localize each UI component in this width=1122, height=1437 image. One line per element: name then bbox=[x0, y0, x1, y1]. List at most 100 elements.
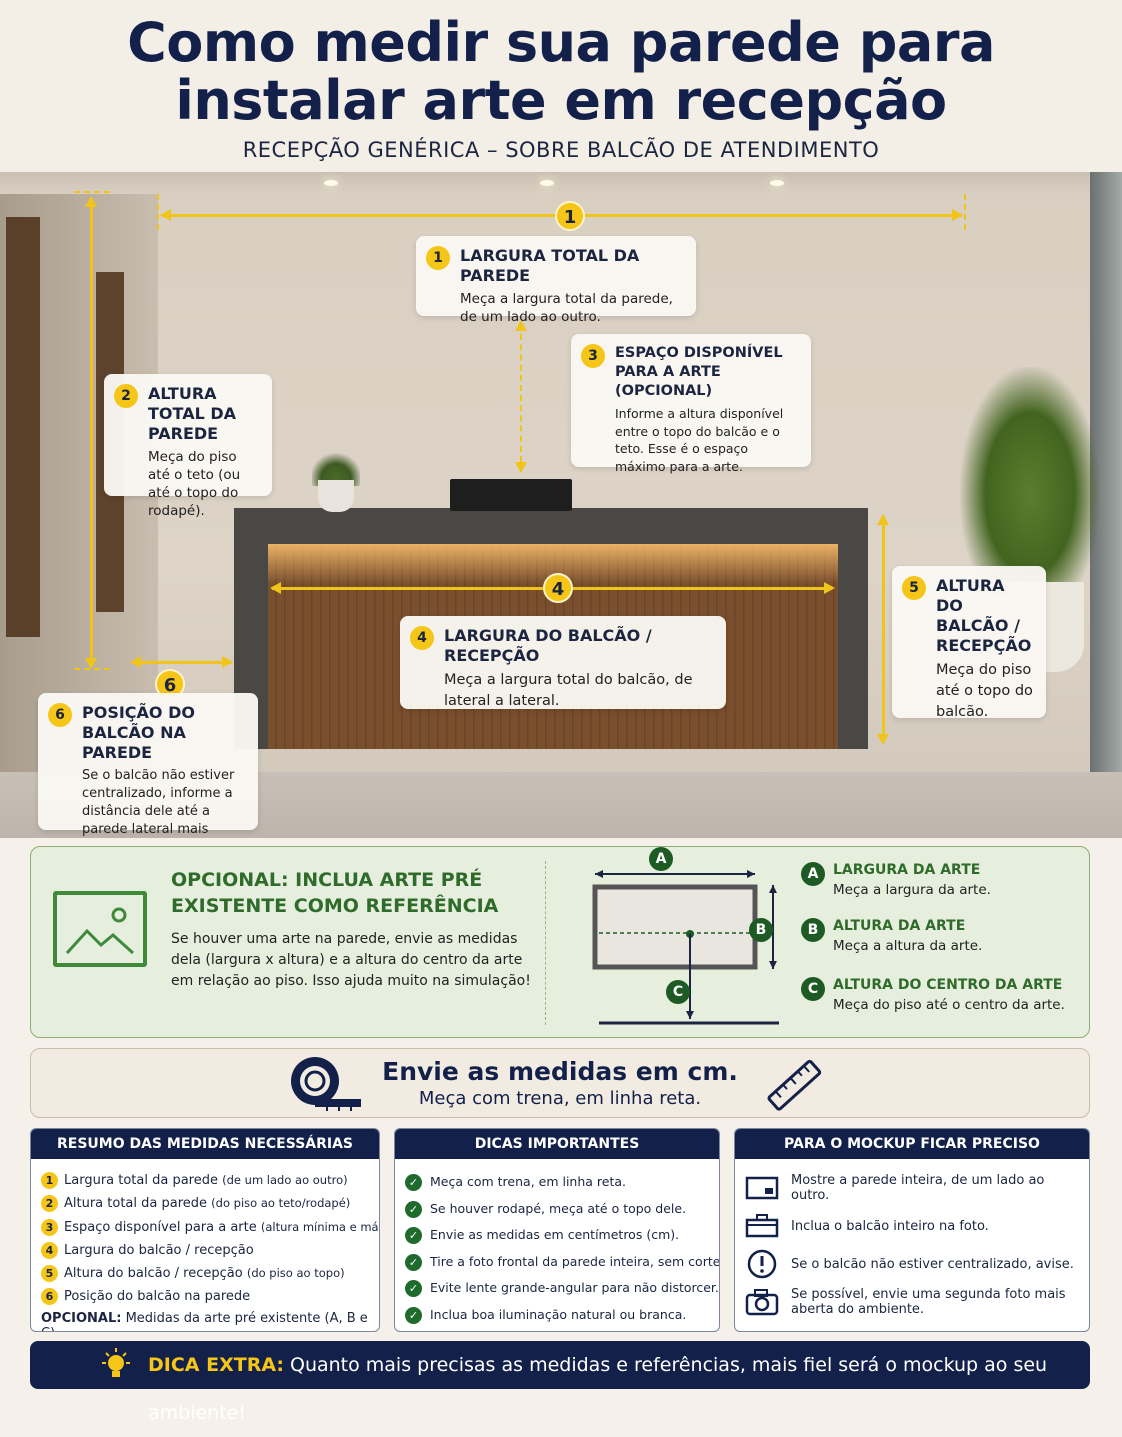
measure-line-available-space bbox=[520, 324, 522, 472]
counter-top bbox=[234, 508, 868, 544]
measure-line-counter-height bbox=[882, 516, 885, 742]
card-wall-width: 1 LARGURA TOTAL DA PAREDE Meça a largura… bbox=[416, 236, 696, 325]
ceiling-light bbox=[540, 180, 554, 186]
title-line-1: Como medir sua parede para bbox=[127, 11, 995, 74]
card-number: 2 bbox=[114, 384, 138, 408]
send-subtitle: Meça com trena, em linha reta. bbox=[418, 1088, 702, 1109]
list-item: Inclua o balcão inteiro na foto. bbox=[745, 1207, 1079, 1245]
check-icon: ✓ bbox=[405, 1200, 422, 1218]
extra-label: DICA EXTRA: bbox=[148, 1354, 284, 1376]
optional-item-title: ALTURA DA ARTE bbox=[833, 918, 966, 934]
arrow-right-icon bbox=[222, 656, 233, 668]
check-icon: ✓ bbox=[405, 1306, 422, 1324]
measure-line-wall-height bbox=[90, 198, 93, 666]
list-item: ✓Se houver rodapé, meça até o topo dele. bbox=[405, 1196, 709, 1223]
card-title: ALTURA DO BALCÃO / RECEPÇÃO bbox=[936, 576, 1032, 655]
card-counter-height: 5 ALTURA DO BALCÃO / RECEPÇÃO Meça do pi… bbox=[892, 566, 1046, 720]
counter-side bbox=[838, 508, 868, 749]
card-title: ALTURA TOTAL DA PAREDE bbox=[148, 384, 236, 443]
camera-icon bbox=[745, 1289, 779, 1316]
optional-text: Se houver uma arte na parede, envie as m… bbox=[171, 931, 531, 989]
card-text: Meça a largura total do balcão, de later… bbox=[444, 672, 693, 709]
check-icon: ✓ bbox=[405, 1227, 422, 1244]
plant-icon bbox=[960, 367, 1100, 597]
ceiling bbox=[0, 172, 1122, 194]
arrow-right-icon bbox=[952, 209, 963, 221]
list-item: ✓Envie as medidas em centímetros (cm). bbox=[405, 1222, 709, 1249]
reception-scene: 1 4 6 1 LARGURA TOTAL DA PAREDE Meça a l… bbox=[0, 172, 1122, 838]
divider bbox=[545, 861, 546, 1025]
measure-end-mark bbox=[157, 194, 159, 230]
card-title: LARGURA DO BALCÃO / RECEPÇÃO bbox=[444, 626, 652, 665]
tape-measure-icon bbox=[291, 1057, 361, 1111]
send-title: Envie as medidas em cm. bbox=[382, 1057, 738, 1086]
mockup-panel: PARA O MOCKUP FICAR PRECISO Mostre a par… bbox=[734, 1128, 1090, 1332]
summary-optional: OPCIONAL: Medidas da arte pré existente … bbox=[41, 1310, 368, 1331]
arrow-right-icon bbox=[824, 582, 835, 594]
card-number: 6 bbox=[48, 703, 72, 727]
arrow-down-icon bbox=[877, 734, 889, 745]
page-header: Como medir sua parede para instalar arte… bbox=[0, 0, 1122, 172]
optional-item-a: A LARGURA DA ARTE Meça a largura da arte… bbox=[801, 862, 1071, 898]
letter-badge: A bbox=[801, 862, 825, 886]
monitor bbox=[450, 479, 572, 511]
plant-pot bbox=[318, 480, 354, 512]
summary-heading: RESUMO DAS MEDIDAS NECESSÁRIAS bbox=[31, 1129, 379, 1159]
card-text: Meça a largura total da parede, de um la… bbox=[460, 291, 673, 325]
tips-panel: DICAS IMPORTANTES ✓Meça com trena, em li… bbox=[394, 1128, 720, 1332]
arrow-up-icon bbox=[85, 196, 97, 207]
card-number: 3 bbox=[581, 344, 605, 368]
card-available-space: 3 ESPAÇO DISPONÍVEL PARA A ARTE (OPCIONA… bbox=[571, 334, 811, 474]
mockup-heading: PARA O MOCKUP FICAR PRECISO bbox=[735, 1129, 1089, 1159]
title-line-2: instalar arte em recepção bbox=[175, 69, 947, 132]
measure-end-mark bbox=[74, 191, 110, 193]
marker-4: 4 bbox=[543, 573, 573, 603]
optional-item-text: Meça a altura da arte. bbox=[833, 938, 983, 954]
card-number: 4 bbox=[410, 626, 434, 650]
send-measures-banner: Envie as medidas em cm. Meça com trena, … bbox=[30, 1048, 1090, 1118]
lightbulb-icon bbox=[102, 1348, 130, 1377]
list-item: Mostre a parede inteira, de um lado ao o… bbox=[745, 1169, 1079, 1207]
list-item: ✓Evite lente grande-angular para não dis… bbox=[405, 1275, 719, 1302]
optional-item-title: LARGURA DA ARTE bbox=[833, 862, 981, 878]
card-text: Meça do piso até o teto (ou até o topo d… bbox=[148, 449, 241, 519]
ceiling-light bbox=[324, 180, 338, 186]
card-number: 1 bbox=[426, 246, 450, 270]
optional-item-b: B ALTURA DA ARTE Meça a altura da arte. bbox=[801, 918, 1071, 954]
check-icon: ✓ bbox=[405, 1174, 422, 1191]
counter-icon bbox=[745, 1214, 779, 1238]
card-text: Meça do piso até o topo do balcão. bbox=[936, 662, 1033, 720]
card-text: Informe a altura disponível entre o topo… bbox=[615, 406, 784, 474]
arrow-up-icon bbox=[515, 320, 527, 331]
image-icon bbox=[53, 891, 147, 967]
page-subtitle: RECEPÇÃO GENÉRICA – SOBRE BALCÃO DE ATEN… bbox=[242, 138, 880, 162]
list-item: ✓Inclua boa iluminação natural ou branca… bbox=[405, 1302, 709, 1329]
label-a-icon: A bbox=[649, 847, 673, 871]
card-wall-height: 2 ALTURA TOTAL DA PAREDE Meça do piso at… bbox=[104, 374, 272, 519]
label-b-icon: B bbox=[749, 918, 773, 942]
door bbox=[6, 217, 40, 637]
card-title: POSIÇÃO DO BALCÃO NA PAREDE bbox=[82, 703, 195, 762]
marker-1: 1 bbox=[555, 201, 585, 231]
card-title: ESPAÇO DISPONÍVEL PARA A ARTE (OPCIONAL) bbox=[615, 345, 783, 399]
measure-end-mark bbox=[964, 194, 966, 230]
list-item: Se possível, envie uma segunda foto mais… bbox=[745, 1283, 1079, 1321]
card-counter-width: 4 LARGURA DO BALCÃO / RECEPÇÃO Meça a la… bbox=[400, 616, 726, 709]
optional-item-c: C ALTURA DO CENTRO DA ARTE Meça do piso … bbox=[801, 977, 1071, 1013]
card-title: LARGURA TOTAL DA PAREDE bbox=[460, 246, 640, 285]
ruler-icon bbox=[767, 1059, 822, 1111]
extra-tip-banner: DICA EXTRA:Quanto mais precisas as medid… bbox=[30, 1341, 1090, 1424]
arrow-left-icon bbox=[130, 656, 141, 668]
measure-line-counter-position bbox=[132, 661, 232, 664]
list-item: ✓Tire a foto frontal da parede inteira, … bbox=[405, 1249, 719, 1276]
wall-frame-icon bbox=[745, 1176, 779, 1200]
check-icon: ✓ bbox=[405, 1253, 422, 1271]
card-number: 5 bbox=[902, 576, 926, 600]
optional-title: OPCIONAL: INCLUA ARTE PRÉ EXISTENTE COMO… bbox=[171, 869, 499, 917]
measure-end-mark bbox=[74, 668, 110, 670]
